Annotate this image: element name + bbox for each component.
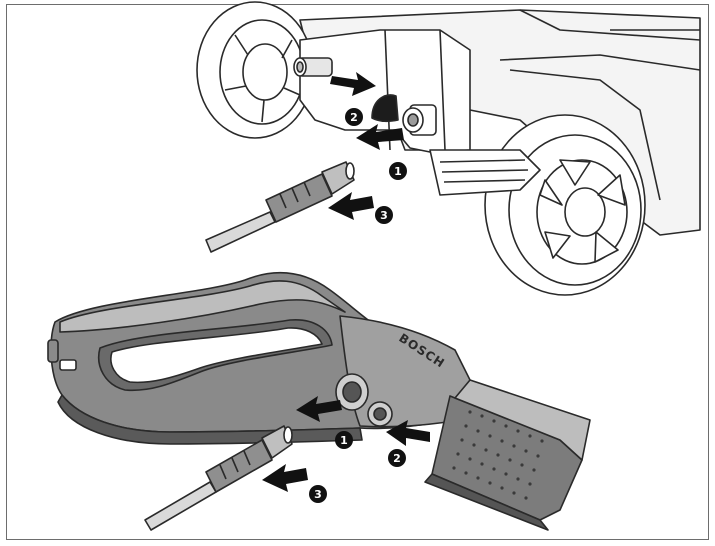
- marker-upper-3-label: 3: [380, 209, 388, 222]
- marker-upper-1: [389, 162, 407, 180]
- right-wheel: [484, 114, 646, 296]
- arrow-step-2-lower: [386, 420, 430, 446]
- marker-upper-3: [375, 206, 393, 224]
- upper-hose-connector: [205, 161, 355, 253]
- marker-upper-2: [345, 108, 363, 126]
- marker-lower-2-label: 2: [393, 452, 401, 465]
- arrow-step-3-lower: [262, 464, 308, 492]
- marker-lower-1: [335, 431, 353, 449]
- lower-step-markers: 1 2 3: [309, 431, 406, 503]
- marker-upper-1-label: 1: [394, 165, 402, 178]
- marker-lower-3: [309, 485, 327, 503]
- upper-arrows: [328, 72, 404, 220]
- lower-arrows: [262, 396, 430, 492]
- pressure-washer-machine: [196, 1, 701, 296]
- upper-step-markers: 2 1 3: [345, 108, 407, 224]
- arrow-step-1-lower: [296, 396, 342, 422]
- left-wheel: [196, 1, 314, 139]
- arrow-step-2-upper: [330, 72, 376, 96]
- figure-frame: [6, 4, 709, 540]
- spray-gun: [47, 272, 591, 531]
- outlet-cap: [371, 94, 399, 123]
- marker-upper-2-label: 2: [350, 111, 358, 124]
- arrow-step-3-upper: [328, 192, 374, 220]
- marker-lower-2: [388, 449, 406, 467]
- marker-lower-3-label: 3: [314, 488, 322, 501]
- high-pressure-outlet: [402, 107, 424, 133]
- marker-lower-1-label: 1: [340, 434, 348, 447]
- arrow-step-1-upper: [356, 124, 404, 150]
- grip-texture: [452, 410, 544, 500]
- lower-hose-connector: [144, 425, 293, 531]
- water-inlet-fitting: [293, 57, 333, 77]
